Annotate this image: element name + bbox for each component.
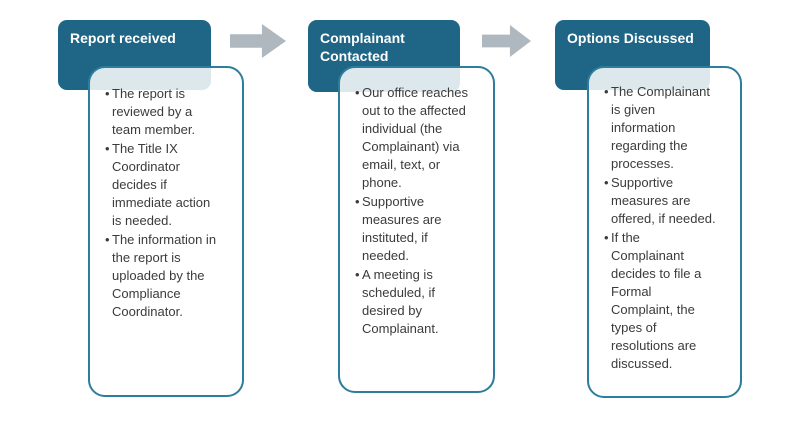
bullet-item: Supportive measures are instituted, if n… bbox=[355, 193, 469, 265]
bullet-item: The information in the report is uploade… bbox=[105, 231, 218, 321]
bullet-item: If the Complainant decides to file a For… bbox=[604, 229, 716, 373]
bullet-list: Our office reaches out to the affected i… bbox=[355, 84, 469, 338]
step-body-report-received: The report is reviewed by a team member.… bbox=[88, 66, 244, 397]
bullet-item: The Complainant is given information reg… bbox=[604, 83, 716, 173]
step-body-options-discussed: The Complainant is given information reg… bbox=[587, 66, 742, 398]
step-header-label: Report received bbox=[70, 30, 176, 46]
bullet-item: Our office reaches out to the affected i… bbox=[355, 84, 469, 192]
bullet-list: The Complainant is given information reg… bbox=[604, 83, 716, 373]
bullet-list: The report is reviewed by a team member.… bbox=[105, 85, 218, 321]
bullet-item: A meeting is scheduled, if desired by Co… bbox=[355, 266, 469, 338]
step-header-label: Complainant Contacted bbox=[320, 30, 405, 64]
step-body-complainant-contacted: Our office reaches out to the affected i… bbox=[338, 66, 495, 393]
bullet-item: Supportive measures are offered, if need… bbox=[604, 174, 716, 228]
bullet-item: The report is reviewed by a team member. bbox=[105, 85, 218, 139]
right-arrow-icon bbox=[482, 25, 531, 57]
right-arrow-icon bbox=[230, 24, 286, 58]
step-header-label: Options Discussed bbox=[567, 30, 694, 46]
bullet-item: The Title IX Coordinator decides if imme… bbox=[105, 140, 218, 230]
